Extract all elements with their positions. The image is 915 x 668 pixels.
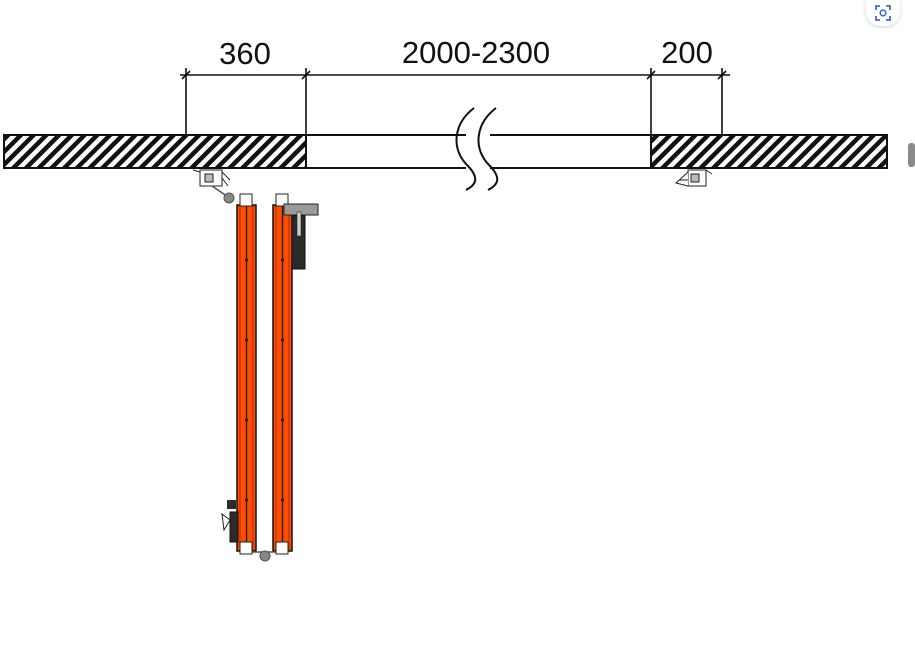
- left-wall-bracket: [192, 169, 231, 187]
- door-handle-bottom: [221, 500, 239, 543]
- right-wall-bracket: [674, 169, 713, 187]
- dimension-left-label: 360: [219, 36, 271, 71]
- wall-right: [650, 134, 888, 169]
- door-panel-1: [236, 193, 257, 555]
- wall-left: [3, 134, 307, 169]
- wall-opening: [306, 134, 651, 169]
- scrollbar-thumb[interactable]: [908, 143, 915, 167]
- break-symbol: [455, 107, 499, 191]
- door-handle-top: [283, 203, 319, 270]
- dimension-right-label: 200: [661, 35, 713, 70]
- panel-hinge-marks: [244, 258, 285, 502]
- vertical-scrollbar[interactable]: [905, 0, 915, 668]
- visual-search-button[interactable]: [866, 0, 900, 26]
- visual-search-icon: [875, 5, 891, 21]
- top-pivot: [211, 185, 235, 204]
- dimension-line: [180, 68, 730, 168]
- door-panel-2: [272, 193, 293, 555]
- bottom-pivot: [252, 550, 276, 562]
- dimension-opening-label: 2000-2300: [402, 35, 550, 70]
